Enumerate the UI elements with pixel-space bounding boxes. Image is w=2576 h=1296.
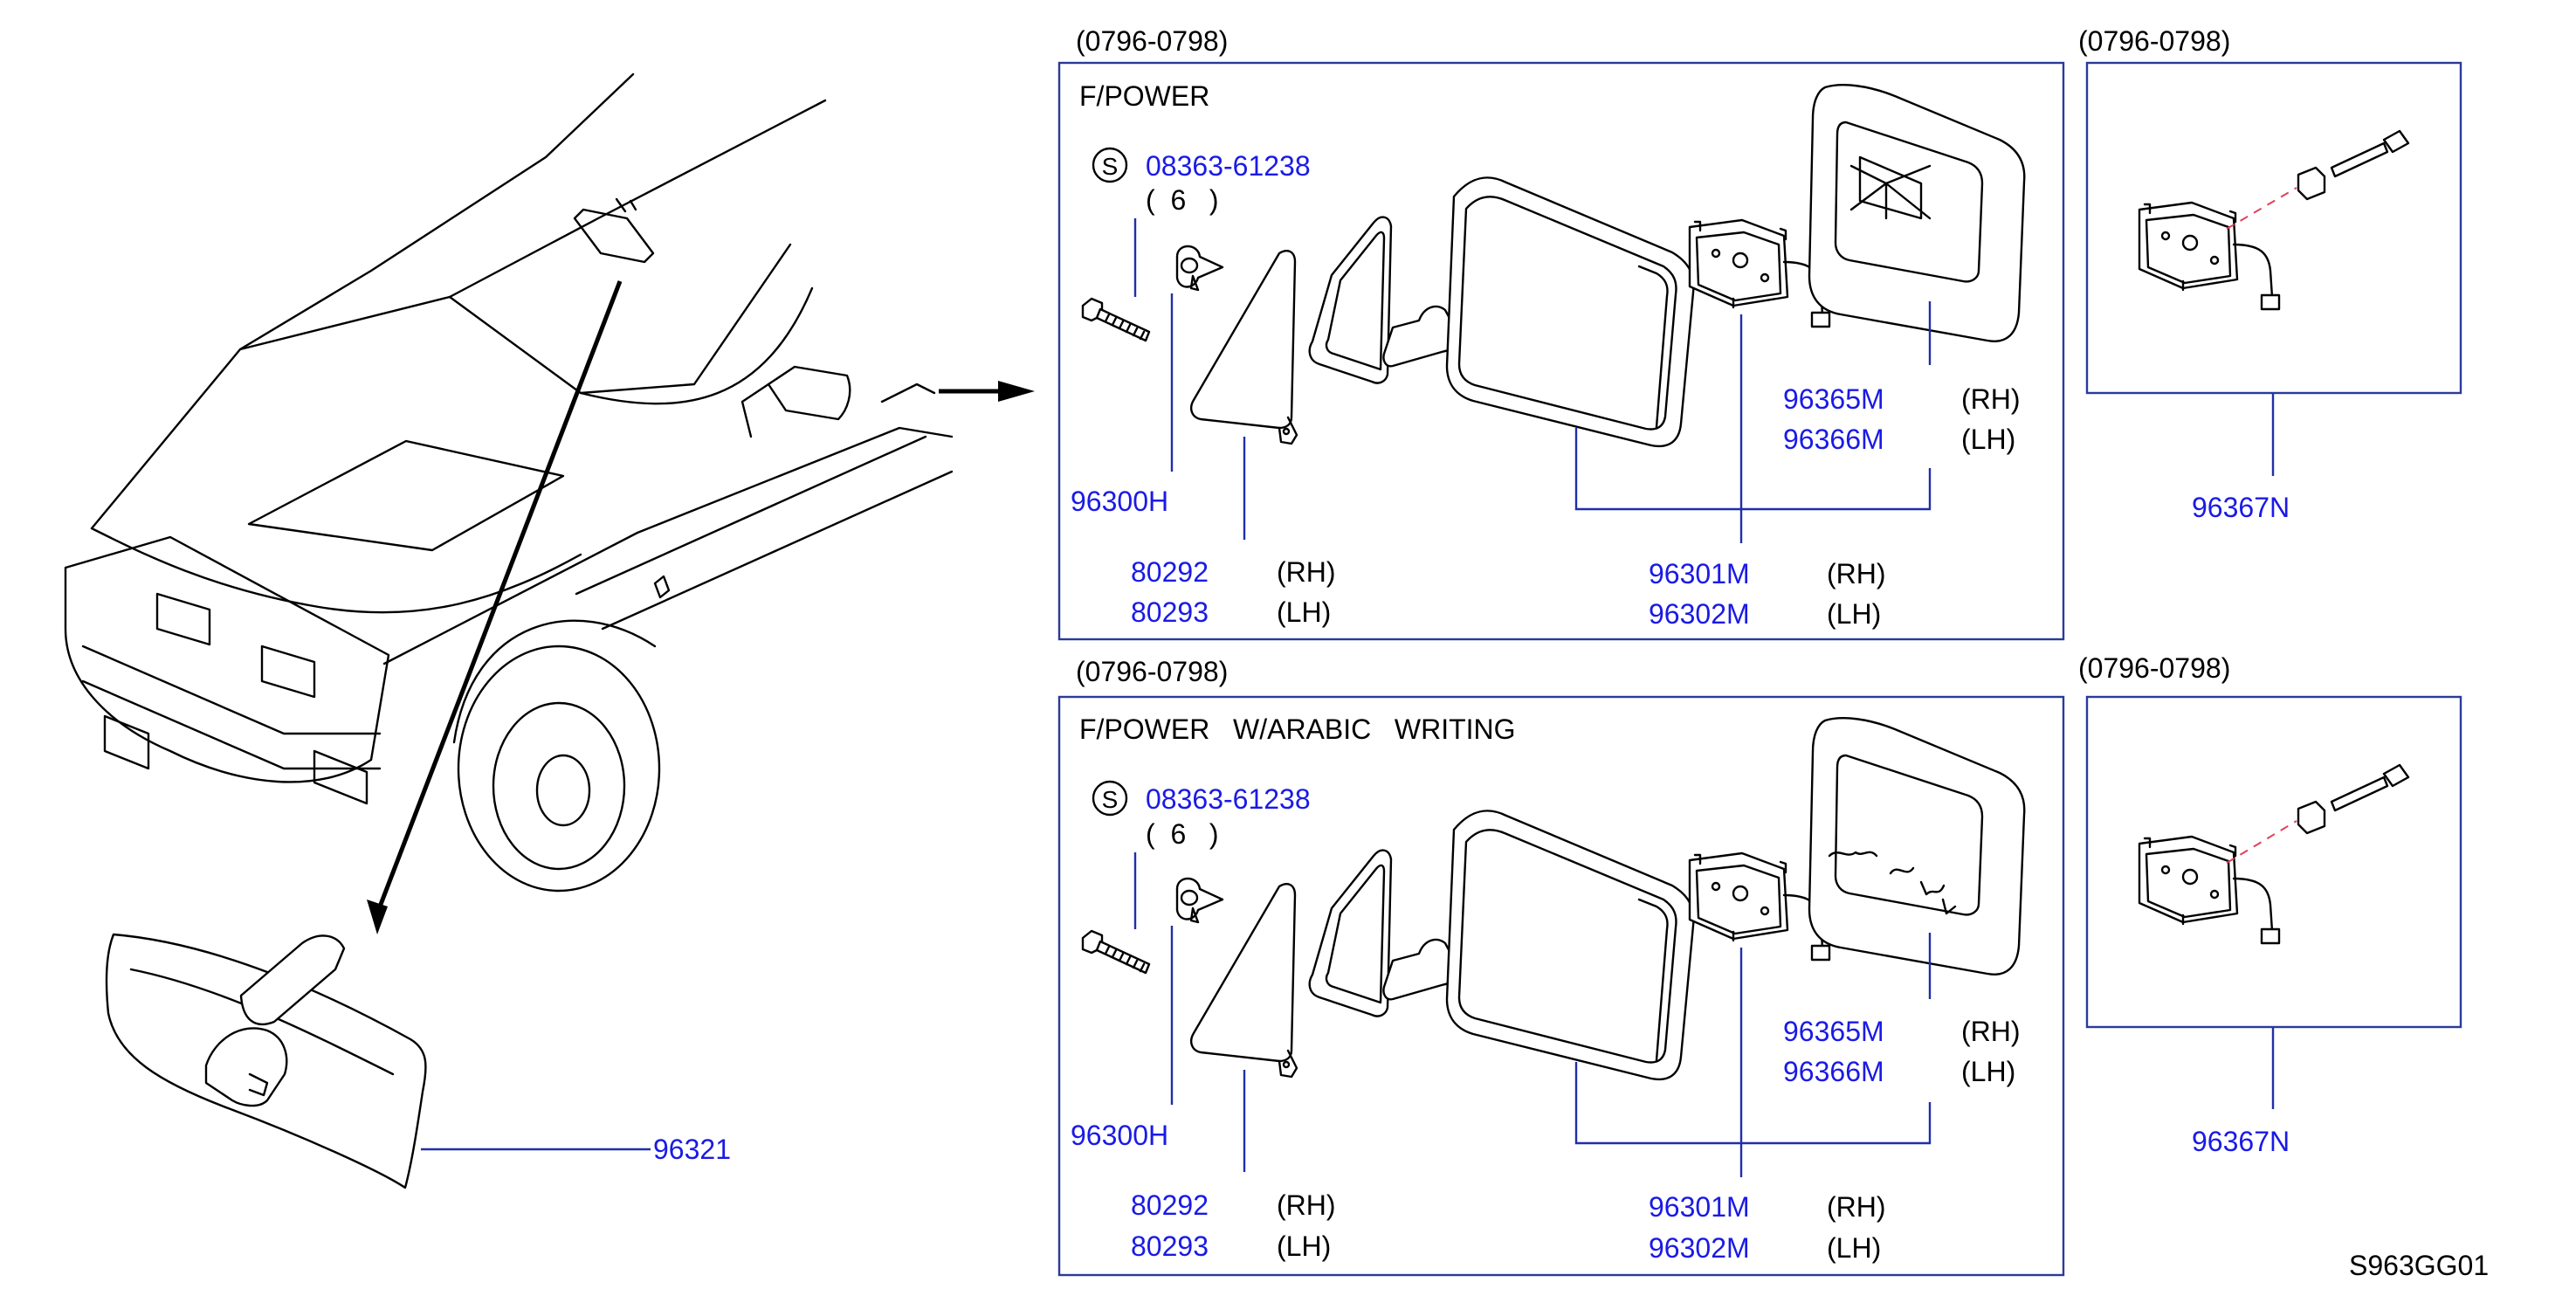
actuator-panel2-spacer-icon <box>2297 800 2326 835</box>
panel2-mirror-rh-side: (RH) <box>1827 1191 1886 1223</box>
panel2-part-mirror-rh[interactable]: 96301M <box>1649 1191 1750 1223</box>
panel1-part-cover-rh[interactable]: 80292 <box>1131 556 1209 588</box>
actuator-panel1-part[interactable]: 96367N <box>2192 492 2290 523</box>
panel2-date-range: (0796-0798) <box>1076 656 1228 687</box>
panel1-part-glass-rh[interactable]: 96365M <box>1783 383 1884 415</box>
panel1-part-screw[interactable]: 08363-61238 <box>1146 150 1311 182</box>
panel2-part-cover-rh[interactable]: 80292 <box>1131 1189 1209 1221</box>
panel1-part-mirror-rh[interactable]: 96301M <box>1649 558 1750 589</box>
panel2-part-cover-lh[interactable]: 80293 <box>1131 1231 1209 1262</box>
panel1-mirror-body-icon <box>1308 176 1695 448</box>
actuator-panel1-frame <box>2085 61 2462 395</box>
panel2-title: F/POWER W/ARABIC WRITING <box>1079 713 1516 745</box>
actuator-panel1-actuator-icon <box>2138 201 2281 311</box>
panel2-cover-rh-side: (RH) <box>1277 1189 1336 1221</box>
panel1-part-clip[interactable]: 96300H <box>1071 486 1168 517</box>
actuator-panel1-screw-icon <box>2330 141 2389 178</box>
panel2-leader-mirror <box>1574 948 1932 1177</box>
part-96321[interactable]: 96321 <box>653 1134 731 1165</box>
panel2-arabic-writing-mark <box>1828 851 1957 915</box>
actuator-panel2-actuator-icon <box>2138 835 2281 945</box>
panel1-screw-qty: ( 6 ) <box>1146 184 1219 216</box>
panel2-mirror-cover-icon <box>1189 883 1298 1079</box>
panel2-cover-lh-side: (LH) <box>1277 1231 1331 1262</box>
panel2-glass-rh-side: (RH) <box>1961 1016 2021 1047</box>
panel1-title: F/POWER <box>1079 80 1209 112</box>
panel2-part-clip[interactable]: 96300H <box>1071 1120 1168 1151</box>
panel1-glass-mark <box>1849 155 1932 220</box>
panel2-part-glass-lh[interactable]: 96366M <box>1783 1056 1884 1087</box>
panel2-screw-qty: ( 6 ) <box>1146 818 1219 850</box>
panel1-glass-rh-side: (RH) <box>1961 383 2021 415</box>
actuator-panel1-date-range: (0796-0798) <box>2078 25 2230 57</box>
panel1-part-glass-lh[interactable]: 96366M <box>1783 424 1884 455</box>
actuator-panel2-dash <box>2226 820 2297 864</box>
panel1-clip-icon <box>1175 245 1224 292</box>
panel2-mirror-lh-side: (LH) <box>1827 1232 1881 1264</box>
panel2-glass-lh-side: (LH) <box>1961 1056 2015 1087</box>
panel1-leader-mirror <box>1574 314 1932 543</box>
inside-mirror-icon <box>105 933 427 1189</box>
panel1-frame <box>1057 61 2065 641</box>
panel2-standard-symbol: S <box>1102 786 1119 813</box>
actuator-panel2-part[interactable]: 96367N <box>2192 1126 2290 1157</box>
panel1-mirror-rh-side: (RH) <box>1827 558 1886 589</box>
panel1-mirror-lh-side: (LH) <box>1827 598 1881 630</box>
actuator-panel2-date-range: (0796-0798) <box>2078 652 2230 684</box>
actuator-panel1-spacer-icon <box>2297 166 2326 201</box>
panel1-date-range: (0796-0798) <box>1076 25 1228 57</box>
actuator-panel2-frame <box>2085 695 2462 1029</box>
panel1-screw-icon <box>1081 297 1151 342</box>
standard-symbol-icon <box>1092 147 1128 183</box>
actuator-panel1-dash <box>2226 187 2297 230</box>
actuator-panel2-screw-head <box>2382 763 2410 788</box>
panel2-mirror-glass-icon <box>1808 717 2026 975</box>
actuator-panel2-screw-icon <box>2330 776 2389 812</box>
panel1-mirror-glass-icon <box>1808 84 2026 342</box>
panel1-standard-symbol: S <box>1102 153 1119 180</box>
pointer-arrows <box>367 280 1035 934</box>
panel2-clip-icon <box>1175 877 1224 924</box>
panel1-part-cover-lh[interactable]: 80293 <box>1131 596 1209 628</box>
standard-symbol-icon <box>1092 780 1128 817</box>
panel2-part-screw[interactable]: 08363-61238 <box>1146 783 1311 815</box>
panel2-part-mirror-lh[interactable]: 96302M <box>1649 1232 1750 1264</box>
panel2-screw-icon <box>1081 929 1151 975</box>
panel1-part-mirror-lh[interactable]: 96302M <box>1649 598 1750 630</box>
vehicle-illustration <box>64 72 954 893</box>
panel1-cover-lh-side: (LH) <box>1277 596 1331 628</box>
panel2-frame <box>1057 695 2065 1277</box>
actuator-panel1-screw-head <box>2382 129 2410 154</box>
panel2-mirror-body-icon <box>1308 810 1695 1081</box>
panel1-cover-rh-side: (RH) <box>1277 556 1336 588</box>
panel1-mirror-cover-icon <box>1189 250 1298 445</box>
panel2-part-glass-rh[interactable]: 96365M <box>1783 1016 1884 1047</box>
panel1-glass-lh-side: (LH) <box>1961 424 2015 455</box>
drawing-code: S963GG01 <box>2349 1250 2489 1281</box>
